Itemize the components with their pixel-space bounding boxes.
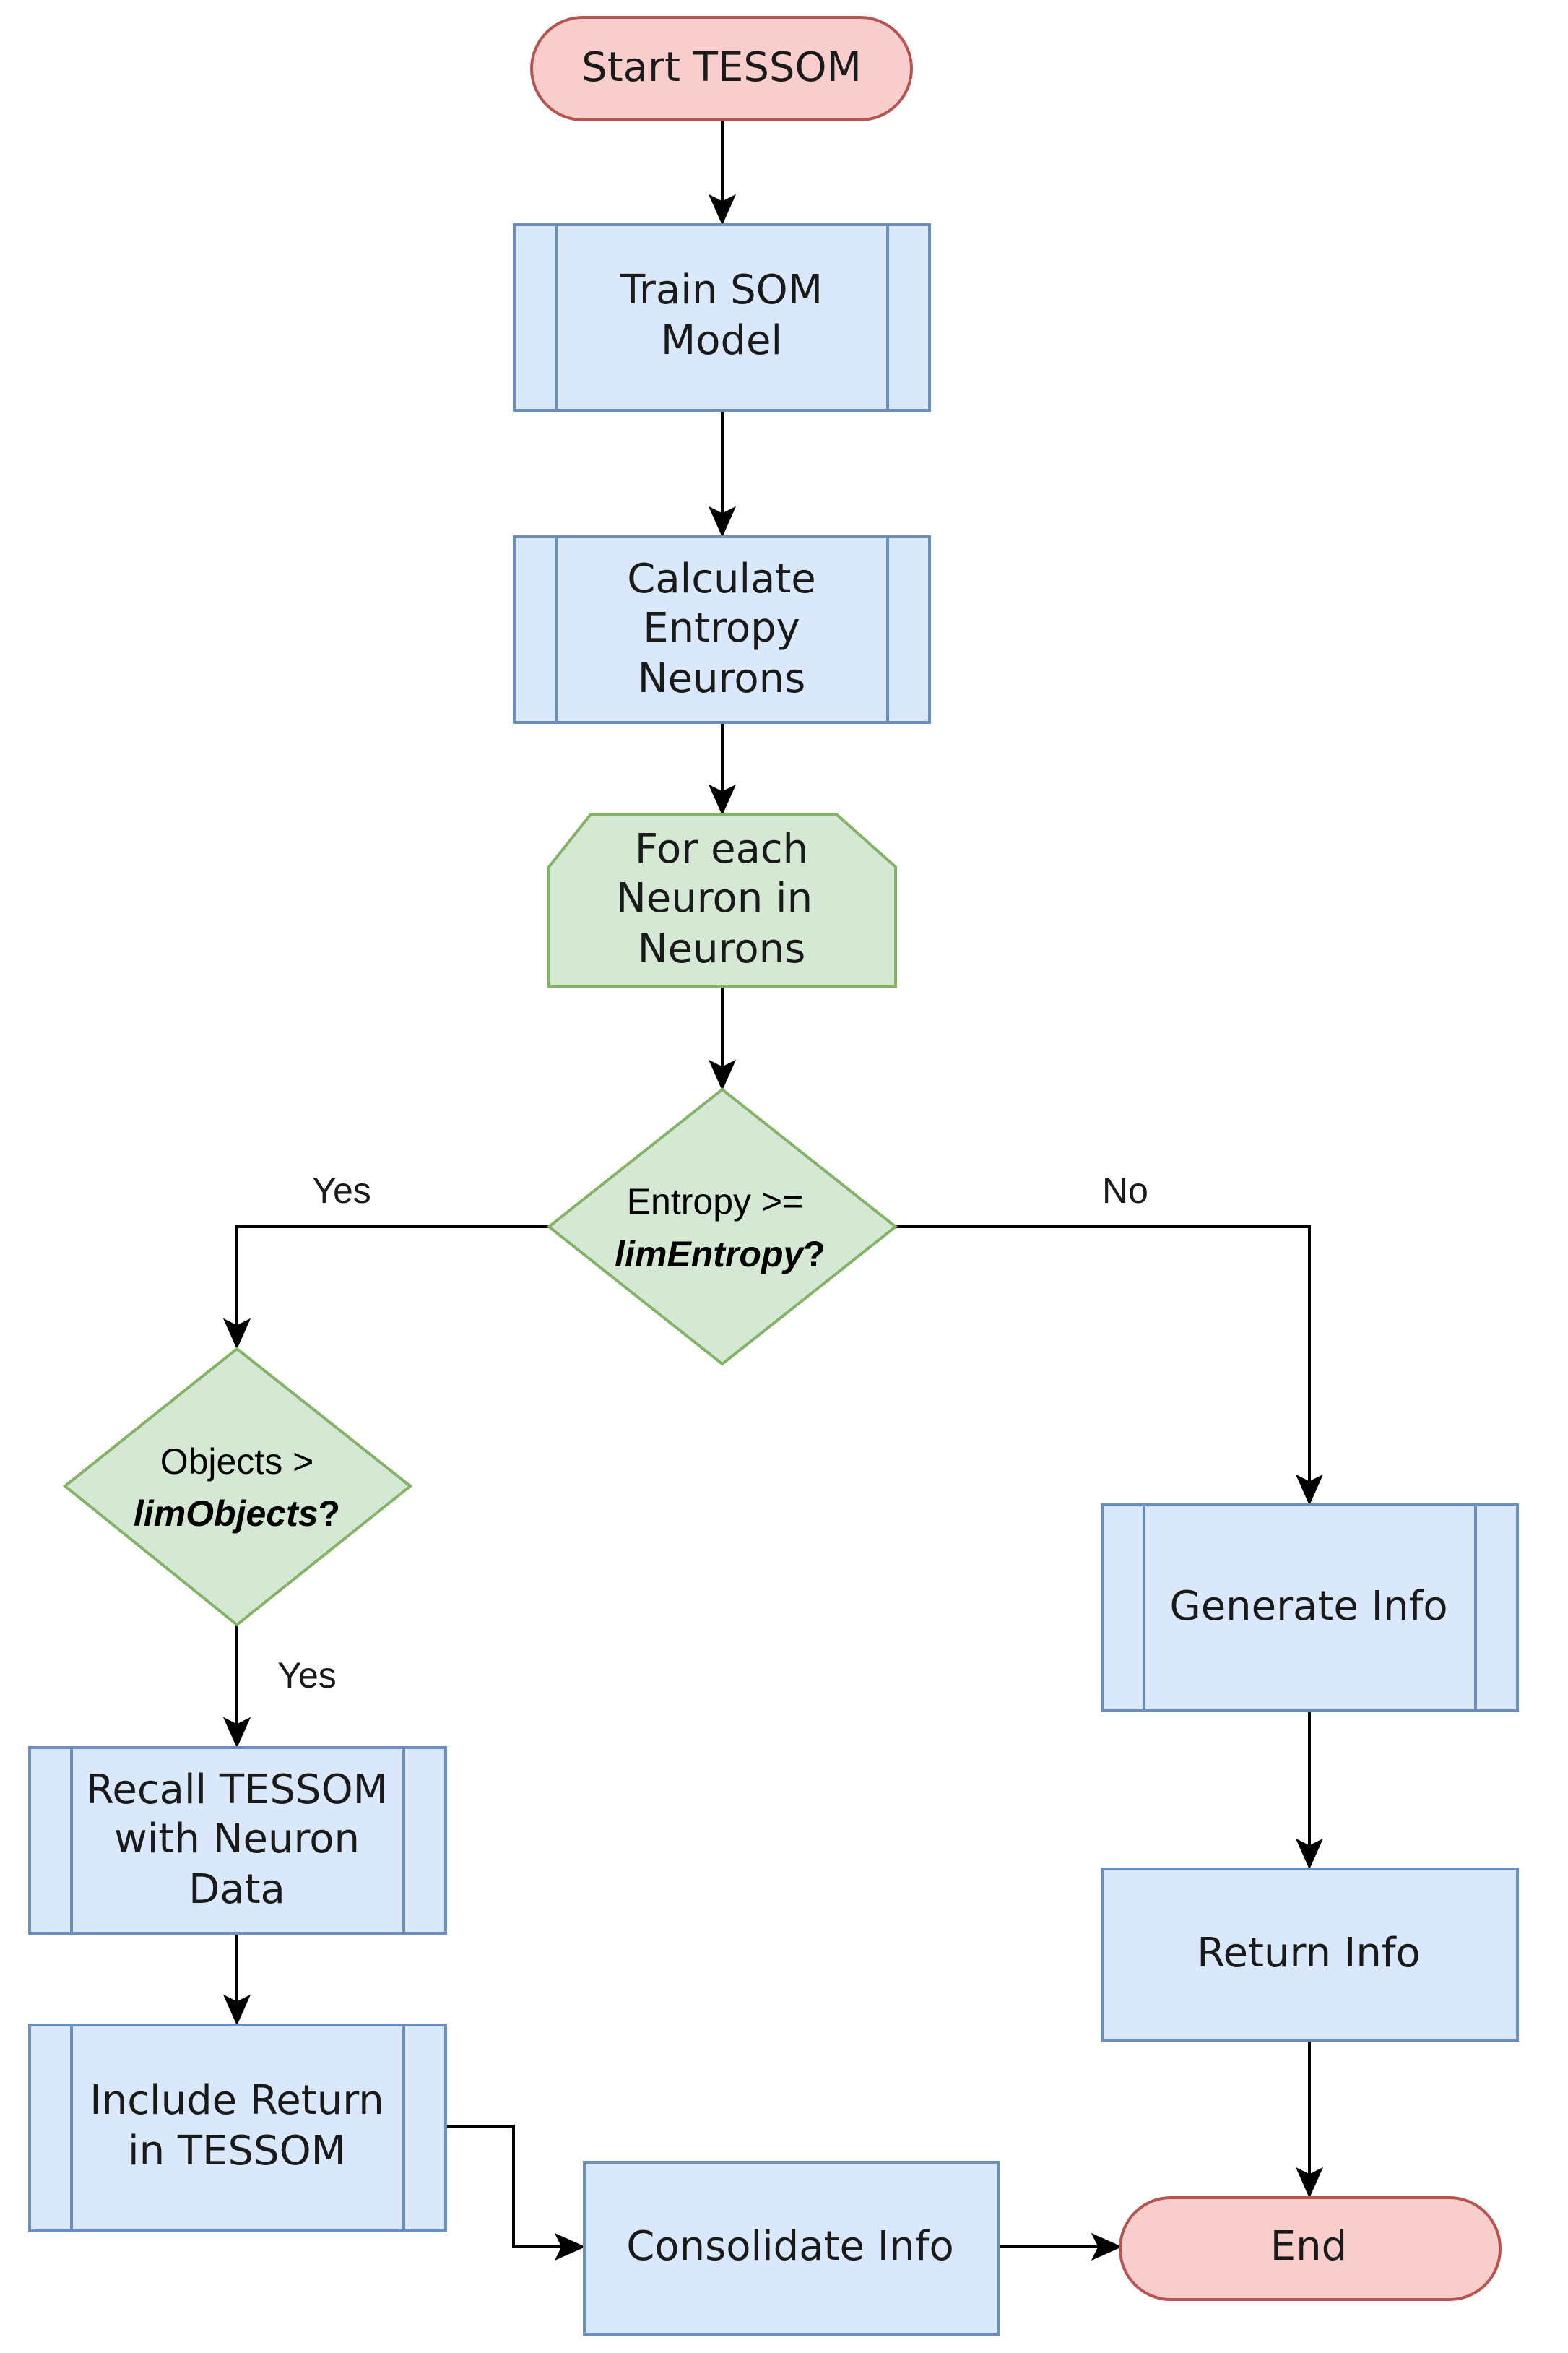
edge-consolidate-to-end xyxy=(998,2232,1122,2261)
return-info-label: Return Info xyxy=(1197,1930,1421,1977)
loop-for-each-neuron: For each Neuron in Neurons xyxy=(547,813,897,988)
decision-objects: Objects > limObjects? xyxy=(62,1347,413,1627)
process-consolidate-info: Consolidate Info xyxy=(583,2161,1000,2336)
recall-label-line-1: Recall TESSOM xyxy=(86,1766,388,1813)
objects-decision-line-2: limObjects? xyxy=(134,1493,340,1534)
edge-entropy-no-to-generate xyxy=(896,1225,1324,1506)
edge-generate-to-return xyxy=(1295,1711,1324,1870)
entropy-decision-line-1: Entropy >= xyxy=(627,1181,804,1222)
connectors xyxy=(222,120,1324,2261)
start-label: Start TESSOM xyxy=(581,44,862,91)
objects-decision-line-1: Objects > xyxy=(160,1441,314,1482)
include-label-line-2: in TESSOM xyxy=(128,2128,346,2175)
process-calculate-entropy-neurons: Calculate Entropy Neurons xyxy=(513,535,931,724)
edge-start-to-train xyxy=(708,120,737,225)
loop-label-line-3: Neurons xyxy=(638,925,806,972)
process-train-som-model: Train SOM Model xyxy=(513,223,931,412)
edge-train-to-calc xyxy=(708,410,737,537)
loop-label-line-1: For each xyxy=(635,826,808,873)
recall-label-line-3: Data xyxy=(189,1866,285,1913)
process-recall-tessom: Recall TESSOM with Neuron Data xyxy=(28,1746,447,1935)
entropy-decision-variable: limEntropy xyxy=(615,1234,805,1274)
edge-label-entropy-yes: Yes xyxy=(312,1170,371,1211)
edge-return-to-end xyxy=(1295,2040,1324,2198)
edge-recall-to-include xyxy=(222,1933,251,2026)
edge-include-to-consolidate xyxy=(446,2125,586,2261)
recall-label-line-2: with Neuron xyxy=(114,1816,360,1862)
edge-loop-to-entropy-decision xyxy=(708,986,737,1091)
loop-label-line-2: Neuron in xyxy=(616,875,813,922)
objects-decision-variable: limObjects xyxy=(134,1493,319,1534)
end-terminator: End xyxy=(1119,2196,1502,2301)
process-generate-info: Generate Info xyxy=(1101,1503,1519,1712)
decision-entropy: Entropy >= limEntropy? xyxy=(546,1087,898,1366)
calc-label-line-2: Entropy xyxy=(643,605,800,652)
calc-label-line-3: Neurons xyxy=(638,655,806,702)
process-include-return: Include Return in TESSOM xyxy=(28,2024,447,2232)
end-label: End xyxy=(1270,2223,1347,2270)
calc-label-line-1: Calculate xyxy=(627,556,816,603)
process-return-info: Return Info xyxy=(1101,1868,1519,2042)
generate-label: Generate Info xyxy=(1169,1583,1447,1630)
start-terminator: Start TESSOM xyxy=(530,16,913,121)
entropy-decision-line-2: limEntropy? xyxy=(615,1234,826,1274)
train-label-line-2: Model xyxy=(661,317,782,364)
consolidate-label: Consolidate Info xyxy=(626,2223,953,2270)
objects-decision-question-mark: ? xyxy=(319,1493,341,1534)
entropy-decision-question-mark: ? xyxy=(803,1234,826,1274)
edge-objects-yes-to-recall xyxy=(222,1625,251,1748)
train-label-line-1: Train SOM xyxy=(620,267,823,314)
include-label-line-1: Include Return xyxy=(90,2077,384,2124)
edge-entropy-yes-to-objects xyxy=(222,1225,549,1350)
edge-calc-to-loop xyxy=(708,722,737,816)
edge-label-objects-yes: Yes xyxy=(277,1655,337,1696)
edge-label-entropy-no: No xyxy=(1102,1170,1148,1211)
